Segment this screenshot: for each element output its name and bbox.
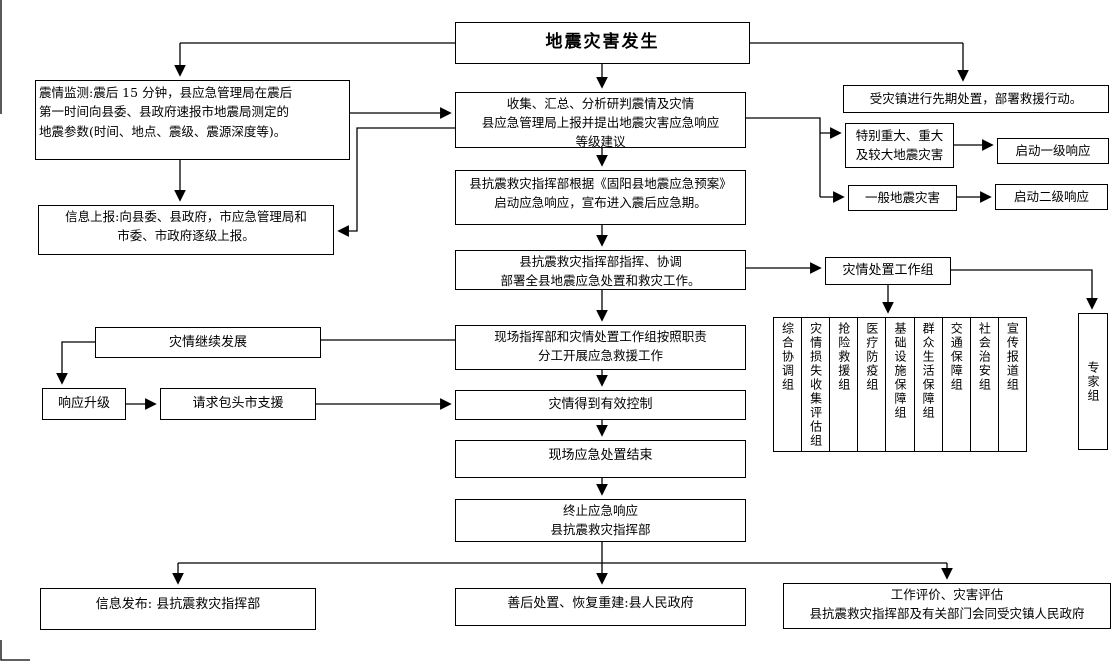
work-group-label: 医疗防疫组 (864, 322, 879, 392)
work-group-label: 交通保障组 (949, 322, 964, 392)
work-group-header-box: 灾情处置工作组 (825, 257, 951, 285)
launch-response-box: 县抗震救灾指挥部根据《固阳县地震应急预案》 启动应急响应，宣布进入震后应急期。 (455, 170, 746, 225)
field-end-box: 现场应急处置结束 (455, 440, 746, 478)
pre-dispose-box: 受灾镇进行先期处置，部署救援行动。 (843, 85, 1109, 113)
work-group-label: 灾情损失收集评估组 (808, 322, 823, 448)
level2-response-box: 启动二级响应 (995, 184, 1108, 210)
work-group-cell: 综合协调组 (774, 318, 803, 451)
aftermath-box: 善后处置、恢复重建:县人民政府 (455, 588, 746, 626)
work-group-label: 社会治安组 (977, 322, 992, 392)
work-group-cell: 医疗防疫组 (858, 318, 887, 451)
work-group-cell: 基础设施保障组 (886, 318, 915, 451)
continue-develop-box: 灾情继续发展 (95, 327, 321, 358)
field-work-box: 现场指挥部和灾情处置工作组按照职责 分工开展应急救援工作 (455, 325, 746, 370)
work-group-cell: 群众生活保障组 (915, 318, 943, 451)
terminate-response-box: 终止应急响应 县抗震救灾指挥部 (455, 499, 746, 542)
controlled-box: 灾情得到有效控制 (455, 390, 746, 420)
work-group-label: 宣传报道组 (1005, 322, 1020, 392)
level1-response-box: 启动一级响应 (997, 138, 1109, 164)
work-group-cell: 抢险救援组 (830, 318, 859, 451)
command-coordinate-box: 县抗震救灾指挥部指挥、协调 部署全县地震应急处置和救灾工作。 (455, 250, 746, 290)
work-group-label: 综合协调组 (780, 322, 795, 392)
collect-analyze-box: 收集、汇总、分析研判震情及灾情 县应急管理局上报并提出地震灾害应急响应 等级建议 (455, 92, 746, 149)
work-group-cell: 交通保障组 (943, 318, 971, 451)
request-support-box: 请求包头市支援 (160, 388, 316, 420)
title-box: 地震灾害发生 (455, 22, 750, 64)
work-group-label: 基础设施保障组 (892, 322, 907, 420)
expert-group-label: 专家组 (1086, 360, 1100, 403)
work-group-cell: 宣传报道组 (999, 318, 1026, 451)
upgrade-response-box: 响应升级 (42, 388, 126, 420)
work-group-cell: 社会治安组 (971, 318, 999, 451)
major-disaster-box: 特别重大、重大 及较大地震灾害 (845, 123, 954, 168)
evaluation-box: 工作评价、灾害评估 县抗震救灾指挥部及有关部门会同受灾镇人民政府 (783, 583, 1111, 629)
report-up-box: 信息上报:向县委、县政府，市应急管理局和 市委、市政府逐级上报。 (38, 205, 334, 255)
info-release-box: 信息发布: 县抗震救灾指挥部 (40, 588, 316, 630)
work-group-label: 抢险救援组 (836, 322, 851, 392)
work-group-cell: 灾情损失收集评估组 (802, 318, 831, 451)
work-group-label: 群众生活保障组 (921, 322, 936, 420)
expert-group-box: 专家组 (1078, 313, 1108, 450)
work-groups-table: 综合协调组 灾情损失收集评估组 抢险救援组 医疗防疫组 基础设施保障组 群众生活… (773, 317, 1027, 452)
monitor-box: 震情监测:震后 15 分钟，县应急管理局在震后 第一时间向县委、县政府速报市地震… (35, 80, 350, 160)
general-disaster-box: 一般地震灾害 (848, 185, 957, 211)
